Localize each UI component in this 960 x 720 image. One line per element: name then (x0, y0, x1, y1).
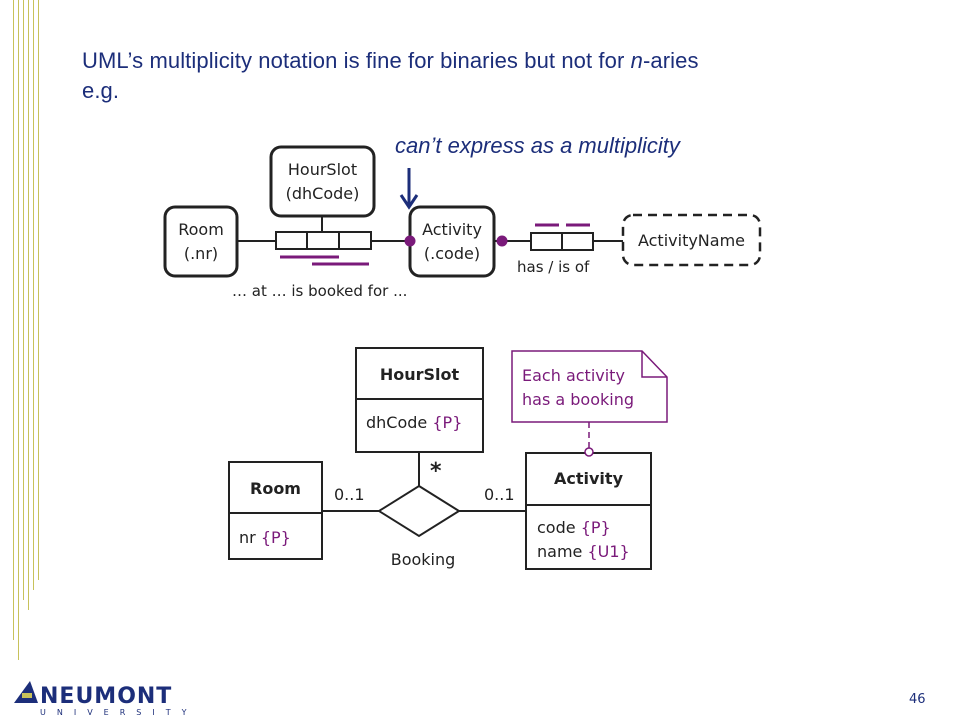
uml-note-line-1: Each activity (522, 366, 625, 385)
slide-title: UML’s multiplicity notation is fine for … (82, 46, 699, 106)
decor-line-3 (23, 0, 24, 600)
uml-activity-title: Activity (554, 469, 624, 488)
orm-mandatory-dot-2 (496, 235, 508, 247)
uml-room-attr: nr {P} (239, 528, 291, 547)
uml-assoc-name: Booking (391, 550, 456, 569)
orm-room-entity (163, 205, 239, 278)
orm-activity-entity (408, 205, 496, 278)
title-line-2: e.g. (82, 78, 120, 103)
orm-hourslot-name: HourSlot (288, 160, 357, 179)
uml-note-fold (641, 351, 667, 378)
uml-activity-attr-2-tag: {U1} (587, 542, 629, 561)
decor-line-1 (13, 0, 14, 640)
title-prefix: UML’s multiplicity notation is fine for … (82, 48, 631, 73)
uml-mult-activity: 0..1 (484, 485, 515, 504)
orm-reading-has: has / is of (517, 258, 590, 276)
title-emphasis: n (630, 48, 643, 73)
uml-activity-attr-1-tag: {P} (581, 518, 611, 537)
uml-room-attr-name: nr (239, 528, 256, 547)
uml-association-diamond (377, 484, 461, 538)
orm-activity-name: Activity (422, 220, 482, 239)
orm-role-2 (306, 231, 340, 250)
uml-hourslot-attr-tag: {P} (432, 413, 462, 432)
page-number: 46 (909, 692, 926, 707)
uml-room-title: Room (250, 479, 301, 498)
uml-activity-attr-1: code {P} (537, 518, 611, 537)
uml-diagram: HourSlot dhCode {P} Room nr {P} Activity… (228, 347, 668, 570)
decor-line-2 (18, 0, 19, 660)
orm-reading-booking: … at … is booked for ... (232, 282, 407, 300)
orm-hourslot-ref: (dhCode) (286, 184, 360, 203)
logo-mark-accent (22, 693, 32, 698)
decor-line-6 (38, 0, 39, 580)
orm-role-3 (338, 231, 372, 250)
orm-role-4 (530, 232, 563, 251)
uml-note-anchor (584, 447, 594, 457)
orm-activityname-label: ActivityName (638, 231, 745, 250)
uml-activity-attr-2: name {U1} (537, 542, 630, 561)
uml-note (511, 350, 668, 423)
uml-activity-attr-1-name: code (537, 518, 576, 537)
uml-mult-room: 0..1 (334, 485, 365, 504)
orm-activityname-value (621, 213, 762, 267)
uml-hourslot-attr: dhCode {P} (366, 413, 462, 432)
orm-role-1 (275, 231, 308, 250)
uml-note-line-2: has a booking (522, 390, 634, 409)
orm-activity-ref: (.code) (424, 244, 480, 263)
uml-activity-class (525, 452, 652, 570)
uml-room-attr-tag: {P} (261, 528, 291, 547)
orm-mandatory-dot-1 (404, 235, 416, 247)
decor-line-4 (28, 0, 29, 610)
down-arrow-icon (399, 168, 419, 210)
uml-mult-hourslot: * (430, 459, 442, 484)
logo-name: NEUMONT (40, 684, 172, 709)
orm-diagram: HourSlot (dhCode) Room (.nr) Activity (.… (163, 145, 762, 300)
orm-room-name: Room (178, 220, 224, 239)
logo-sub: UNIVERSITY (40, 708, 198, 717)
uml-hourslot-attr-name: dhCode (366, 413, 427, 432)
callout-text: can’t express as a multiplicity (395, 133, 680, 158)
decor-line-5 (33, 0, 34, 590)
uml-room-class (228, 461, 323, 560)
uml-activity-attr-2-name: name (537, 542, 582, 561)
neumont-logo: NEUMONT UNIVERSITY (14, 681, 198, 717)
orm-role-5 (561, 232, 594, 251)
logo-mark-icon (14, 681, 38, 703)
orm-room-ref: (.nr) (184, 244, 218, 263)
orm-hourslot-entity (269, 145, 376, 218)
title-suffix: -aries (642, 48, 699, 73)
uml-hourslot-title: HourSlot (380, 365, 460, 384)
